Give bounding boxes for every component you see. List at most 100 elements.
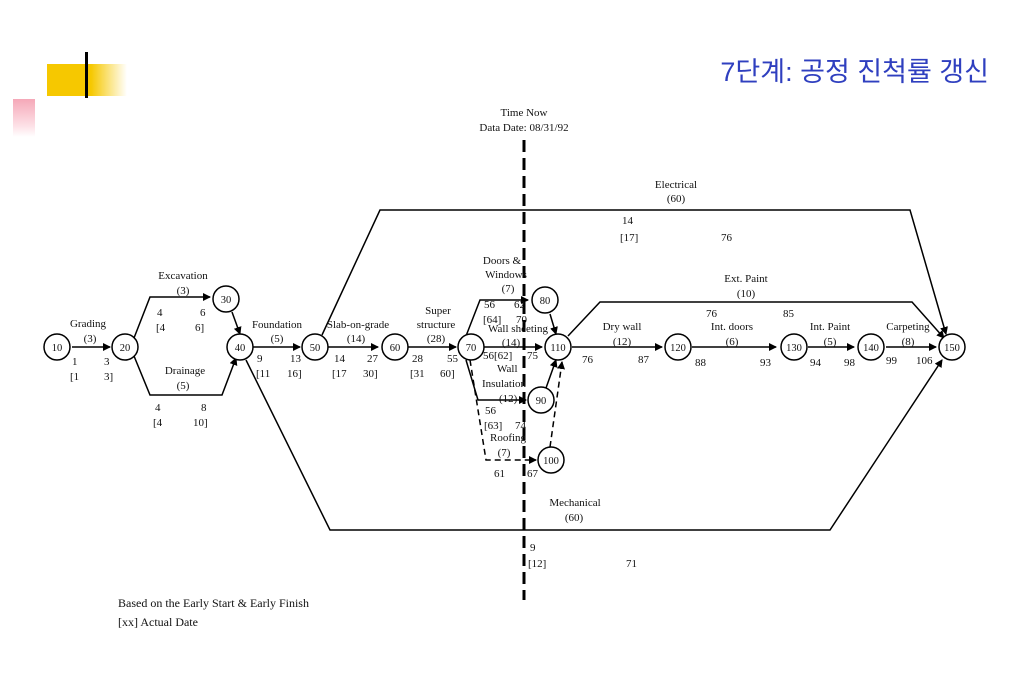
- electrical-ef: 76: [721, 232, 733, 244]
- foundation-name: Foundation: [252, 319, 303, 331]
- mechanical-name: Mechanical: [549, 497, 600, 509]
- mechanical-as: [12]: [528, 558, 546, 570]
- node-label: 60: [390, 343, 401, 354]
- doors-duration: (7): [502, 283, 515, 295]
- node-40: [226, 333, 254, 361]
- superstructure-ef: 55: [447, 353, 459, 365]
- drainage-af: 10]: [193, 417, 208, 429]
- arrow-mechanical: [245, 359, 943, 531]
- int-doors-es: 88: [695, 357, 707, 369]
- ext-paint-es: 76: [706, 308, 718, 320]
- mechanical-ef: 71: [626, 558, 637, 570]
- roofing-es: 61: [494, 468, 505, 480]
- roofing-name: Roofing: [490, 432, 527, 444]
- grading-es: 1: [72, 356, 78, 368]
- roofing-ef: 67: [527, 468, 539, 480]
- arrow-drainage: [133, 355, 238, 396]
- int-doors-name: Int. doors: [711, 321, 753, 333]
- doors-name-2: Windows: [485, 269, 527, 281]
- drainage-ef: 8: [201, 402, 207, 414]
- insulation-name-1: Wall: [497, 363, 518, 375]
- data-date-label: Data Date: 08/31/92: [479, 122, 568, 134]
- foundation-es: 9: [257, 353, 263, 365]
- insulation-name-2: Insulation: [482, 378, 526, 390]
- node-label: 50: [310, 343, 321, 354]
- electrical-name: Electrical: [655, 179, 697, 191]
- grading-af: 3]: [104, 371, 113, 383]
- node-140: [857, 333, 885, 361]
- grading-ef: 3: [104, 356, 110, 368]
- node-label: 140: [863, 343, 879, 354]
- arrow-insulation: [465, 359, 527, 404]
- slab-duration: (14): [347, 333, 366, 345]
- ext-paint-duration: (10): [737, 288, 756, 300]
- node-label: 120: [670, 343, 686, 354]
- node-label: 20: [120, 343, 131, 354]
- node-label: 10: [52, 343, 63, 354]
- mechanical-es: 9: [530, 542, 536, 554]
- node-90: [527, 386, 555, 414]
- node-label: 100: [543, 456, 559, 467]
- drainage-as: [4: [153, 417, 163, 429]
- node-20: [111, 333, 139, 361]
- slab-es: 14: [334, 353, 346, 365]
- time-now-label: Time Now: [501, 107, 548, 119]
- node-label: 40: [235, 343, 246, 354]
- carpeting-duration: (8): [902, 336, 915, 348]
- foundation-af: 16]: [287, 368, 302, 380]
- slab-af: 30]: [363, 368, 378, 380]
- dry-wall-name: Dry wall: [603, 321, 642, 333]
- dry-wall-ef: 87: [638, 354, 650, 366]
- note-based-on: Based on the Early Start & Early Finish: [118, 596, 309, 610]
- node-label: 110: [550, 343, 565, 354]
- node-10: [43, 333, 71, 361]
- superstructure-name-1: Super: [425, 305, 451, 317]
- doors-af: 70: [516, 314, 528, 326]
- arrow-30-40: [231, 311, 242, 335]
- node-130: [780, 333, 808, 361]
- excavation-as: [4: [156, 322, 166, 334]
- arrow-90-110: [545, 359, 558, 389]
- doors-as: [64]: [483, 314, 501, 326]
- arrow-excavation: [133, 293, 211, 339]
- superstructure-es: 28: [412, 353, 424, 365]
- grading-as: [1: [70, 371, 79, 383]
- int-doors-duration: (6): [726, 336, 739, 348]
- wall-sheeting-name: Wall sheeting: [488, 323, 548, 335]
- node-80: [531, 286, 559, 314]
- doors-name-1: Doors &: [483, 255, 522, 267]
- foundation-as: [11: [256, 368, 270, 380]
- carpeting-es: 99: [886, 355, 898, 367]
- node-label: 80: [540, 296, 551, 307]
- foundation-ef: 13: [290, 353, 302, 365]
- electrical-duration: (60): [667, 193, 686, 205]
- doors-ef: 62: [514, 299, 525, 311]
- excavation-name: Excavation: [158, 270, 208, 282]
- drainage-duration: (5): [177, 380, 190, 392]
- node-label: 150: [944, 343, 960, 354]
- note-actual-date: [xx] Actual Date: [118, 615, 198, 629]
- ext-paint-name: Ext. Paint: [724, 273, 767, 285]
- int-paint-name: Int. Paint: [810, 321, 850, 333]
- arrow-100-110: [549, 361, 565, 448]
- node-120: [664, 333, 692, 361]
- node-150: [938, 333, 966, 361]
- insulation-as: [63]: [484, 420, 502, 432]
- node-60: [381, 333, 409, 361]
- electrical-es: 14: [622, 215, 634, 227]
- node-label: 90: [536, 396, 547, 407]
- insulation-es: 56: [485, 405, 497, 417]
- node-70: [457, 333, 485, 361]
- grading-name: Grading: [70, 318, 107, 330]
- superstructure-duration: (28): [427, 333, 446, 345]
- slab-name: Slab-on-grade: [327, 319, 389, 331]
- insulation-ef: 74: [515, 420, 527, 432]
- roofing-duration: (7): [498, 447, 511, 459]
- node-100: [537, 446, 565, 474]
- excavation-ef: 6: [200, 307, 206, 319]
- electrical-as: [17]: [620, 232, 638, 244]
- node-label: 130: [786, 343, 802, 354]
- ext-paint-ef: 85: [783, 308, 795, 320]
- wall-sheeting-es: 56[62]: [483, 350, 512, 362]
